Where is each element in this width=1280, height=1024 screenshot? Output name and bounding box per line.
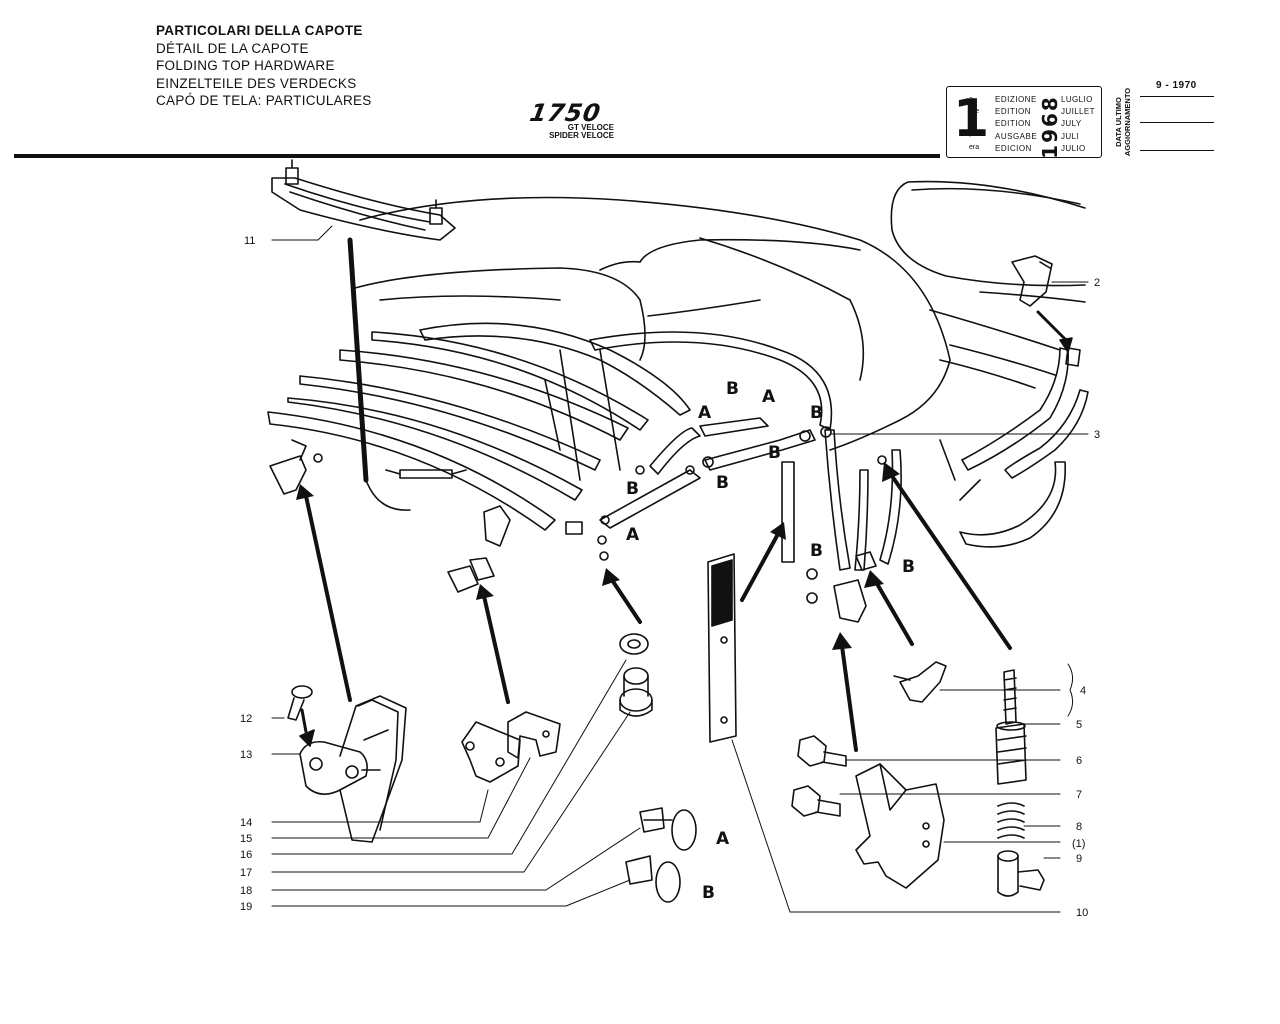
callout-leaders-right xyxy=(731,663,1074,913)
linkage-letters: B A A B B B B A B B A B xyxy=(626,379,915,903)
title-italian: PARTICOLARI DELLA CAPOTE xyxy=(156,23,363,38)
part-10-strap xyxy=(707,553,737,743)
callout-2: 2 xyxy=(1094,277,1100,289)
callout-11: 11 xyxy=(244,235,255,247)
edition-word: EDITION xyxy=(995,119,1031,129)
update-line xyxy=(1140,96,1214,97)
edition-month: JUILLET xyxy=(1061,107,1095,117)
callout-leaders-left xyxy=(271,225,641,907)
canvas-top xyxy=(354,196,951,451)
part-4-5-threaded-post xyxy=(995,669,1027,785)
callout-13: 13 xyxy=(240,749,252,761)
title-german: EINZELTEILE DES VERDECKS xyxy=(156,75,357,91)
side-trims xyxy=(939,347,1089,548)
letter-b: B xyxy=(626,479,639,499)
title-block: PARTICOLARI DELLA CAPOTE DÉTAIL DE LA CA… xyxy=(156,22,372,110)
callout-16: 16 xyxy=(240,849,252,861)
callout-9: 9 xyxy=(1076,853,1082,865)
edition-month: LUGLIO xyxy=(1061,95,1093,104)
edition-word: EDICION xyxy=(995,143,1032,153)
part-14-plate xyxy=(461,721,521,783)
edition-suffix: era xyxy=(969,144,980,151)
letter-b: B xyxy=(810,541,823,561)
model-badge: 1750 GT VELOCE SPIDER VELOCE xyxy=(528,99,620,140)
edition-word: AUSGABE xyxy=(995,131,1038,141)
callout-8: 8 xyxy=(1076,821,1082,833)
callout-15: 15 xyxy=(240,833,252,845)
letter-a: A xyxy=(762,387,776,407)
callout-7: 7 xyxy=(1076,789,1082,801)
title-spanish: CAPÓ DE TELA: PARTICULARES xyxy=(156,93,372,108)
last-update-date: 9 - 1970 xyxy=(1156,80,1197,91)
edition-suffix: . xyxy=(969,132,971,139)
header-rule xyxy=(14,154,940,158)
edition-box: 1 a ere st . era EDIZIONE EDITION EDITIO… xyxy=(946,86,1102,159)
letter-b: B xyxy=(726,379,739,399)
arrow-heads xyxy=(296,462,900,650)
rear-bow-assembly xyxy=(271,159,456,511)
edition-months: LUGLIO JUILLET JULY JULI JULIO xyxy=(1061,94,1095,155)
letter-a: A xyxy=(716,829,730,849)
callout-note-1: (1) xyxy=(1072,838,1085,850)
letter-b: B xyxy=(716,473,729,493)
clip-part-2 xyxy=(1011,255,1089,367)
callout-10: 10 xyxy=(1076,907,1088,919)
car-body-outline xyxy=(890,180,1086,389)
lower-right-brackets xyxy=(806,455,887,623)
small-brackets xyxy=(269,439,609,593)
letter-a: A xyxy=(626,525,640,545)
edition-suffix: a xyxy=(969,96,973,103)
edition-number: 1 xyxy=(953,89,990,149)
assembly-arrows xyxy=(304,474,1012,752)
edition-word: EDITION xyxy=(995,107,1031,117)
title-french: DÉTAIL DE LA CAPOTE xyxy=(156,40,309,56)
part-8-spring xyxy=(997,802,1025,839)
callout-14: 14 xyxy=(240,817,252,829)
letter-b: B xyxy=(768,443,781,463)
part-6-bolt xyxy=(797,735,847,767)
callout-5: 5 xyxy=(1076,719,1082,731)
callout-4: 4 xyxy=(1080,685,1086,697)
title-english: FOLDING TOP HARDWARE xyxy=(156,58,335,73)
edition-suffix: ere xyxy=(969,108,980,115)
letter-b: B xyxy=(902,557,915,577)
callout-18: 18 xyxy=(240,885,252,897)
part-18-pin-A xyxy=(639,807,697,851)
part-7-bolt xyxy=(791,785,841,817)
edition-month: JULY xyxy=(1061,119,1082,129)
part-9-sleeve xyxy=(997,850,1045,897)
callout-17: 17 xyxy=(240,867,252,879)
part-17-stud xyxy=(619,667,653,717)
model-variant-gt: GT VELOCE xyxy=(567,123,614,132)
latch-hook xyxy=(893,661,947,703)
callout-19: 19 xyxy=(240,901,252,913)
catch-bracket xyxy=(855,763,945,889)
part-12-screw xyxy=(287,685,315,747)
callout-6: 6 xyxy=(1076,755,1082,767)
edition-word: EDIZIONE xyxy=(995,95,1037,104)
part-19-pin-B xyxy=(625,855,681,903)
part-13-hinge-bracket xyxy=(299,695,407,843)
edition-month: JULIO xyxy=(1061,143,1086,153)
part-15-bracket xyxy=(507,711,561,759)
callout-12: 12 xyxy=(240,713,252,725)
callout-3: 3 xyxy=(1094,429,1100,441)
letter-a: A xyxy=(698,403,712,423)
letter-b: B xyxy=(810,403,823,423)
frame-bows xyxy=(267,322,833,531)
part-16-washer xyxy=(619,633,649,655)
edition-month: JULI xyxy=(1061,131,1080,141)
linkage-arms xyxy=(599,417,902,571)
callout-labels: 11 12 13 14 15 16 17 18 19 2 3 4 5 6 7 8… xyxy=(240,235,1100,919)
edition-words: EDIZIONE EDITION EDITION AUSGABE EDICION xyxy=(995,94,1037,155)
letter-b: B xyxy=(702,883,715,903)
edition-suffix: st xyxy=(969,120,975,127)
update-line xyxy=(1140,122,1214,123)
update-line xyxy=(1140,150,1214,151)
model-variant-spider: SPIDER VELOCE xyxy=(549,131,614,140)
